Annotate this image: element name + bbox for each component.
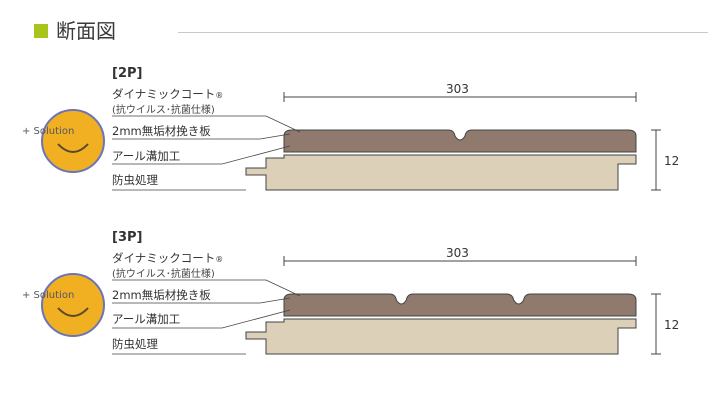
- layer-label-veneer: 2mm無垢材挽き板: [112, 124, 211, 138]
- solution-label: + Solution: [22, 290, 75, 301]
- coat-leader-line: [112, 115, 301, 133]
- veneer-leader-line: [112, 133, 291, 140]
- section-label: [2P]: [112, 66, 143, 81]
- section-header: 断面図: [28, 18, 708, 48]
- coat-leader-line: [112, 279, 301, 297]
- groove-leader-line: [112, 145, 291, 165]
- veneer-layer: [283, 129, 637, 153]
- accent-square-icon: [34, 24, 48, 38]
- height-dimension: 12: [664, 318, 680, 332]
- width-dimension: 303: [446, 246, 469, 260]
- width-dimension: 303: [446, 82, 469, 96]
- layer-label-insect: 防虫処理: [112, 173, 158, 187]
- coat-sub-label: (抗ウイルス･抗菌仕様): [112, 269, 215, 280]
- registered-mark: ®: [215, 91, 224, 100]
- section-label: [3P]: [112, 230, 143, 245]
- solution-badge: [40, 272, 106, 338]
- coat-label: ダイナミックコート®: [112, 250, 223, 266]
- coat-label-text: ダイナミックコート: [112, 87, 216, 101]
- layer-label-groove: アール溝加工: [112, 149, 181, 163]
- height-dimension: 12: [664, 154, 680, 168]
- smile-icon: [41, 273, 105, 337]
- page-title: 断面図: [56, 19, 116, 43]
- solution-label: + Solution: [22, 126, 75, 137]
- plywood-core: [245, 154, 637, 191]
- smile-icon: [41, 109, 105, 173]
- layer-label-insect: 防虫処理: [112, 337, 158, 351]
- coat-label-text: ダイナミックコート: [112, 251, 216, 265]
- groove-leader-line: [112, 309, 291, 329]
- plywood-core: [245, 318, 637, 355]
- solution-badge: [40, 108, 106, 174]
- header-divider: [178, 32, 708, 33]
- layer-label-veneer: 2mm無垢材挽き板: [112, 288, 211, 302]
- registered-mark: ®: [215, 255, 224, 264]
- veneer-layer: [283, 293, 637, 317]
- coat-label: ダイナミックコート®: [112, 86, 223, 102]
- coat-sub-label: (抗ウイルス･抗菌仕様): [112, 105, 215, 116]
- layer-label-groove: アール溝加工: [112, 312, 181, 326]
- veneer-leader-line: [112, 297, 291, 304]
